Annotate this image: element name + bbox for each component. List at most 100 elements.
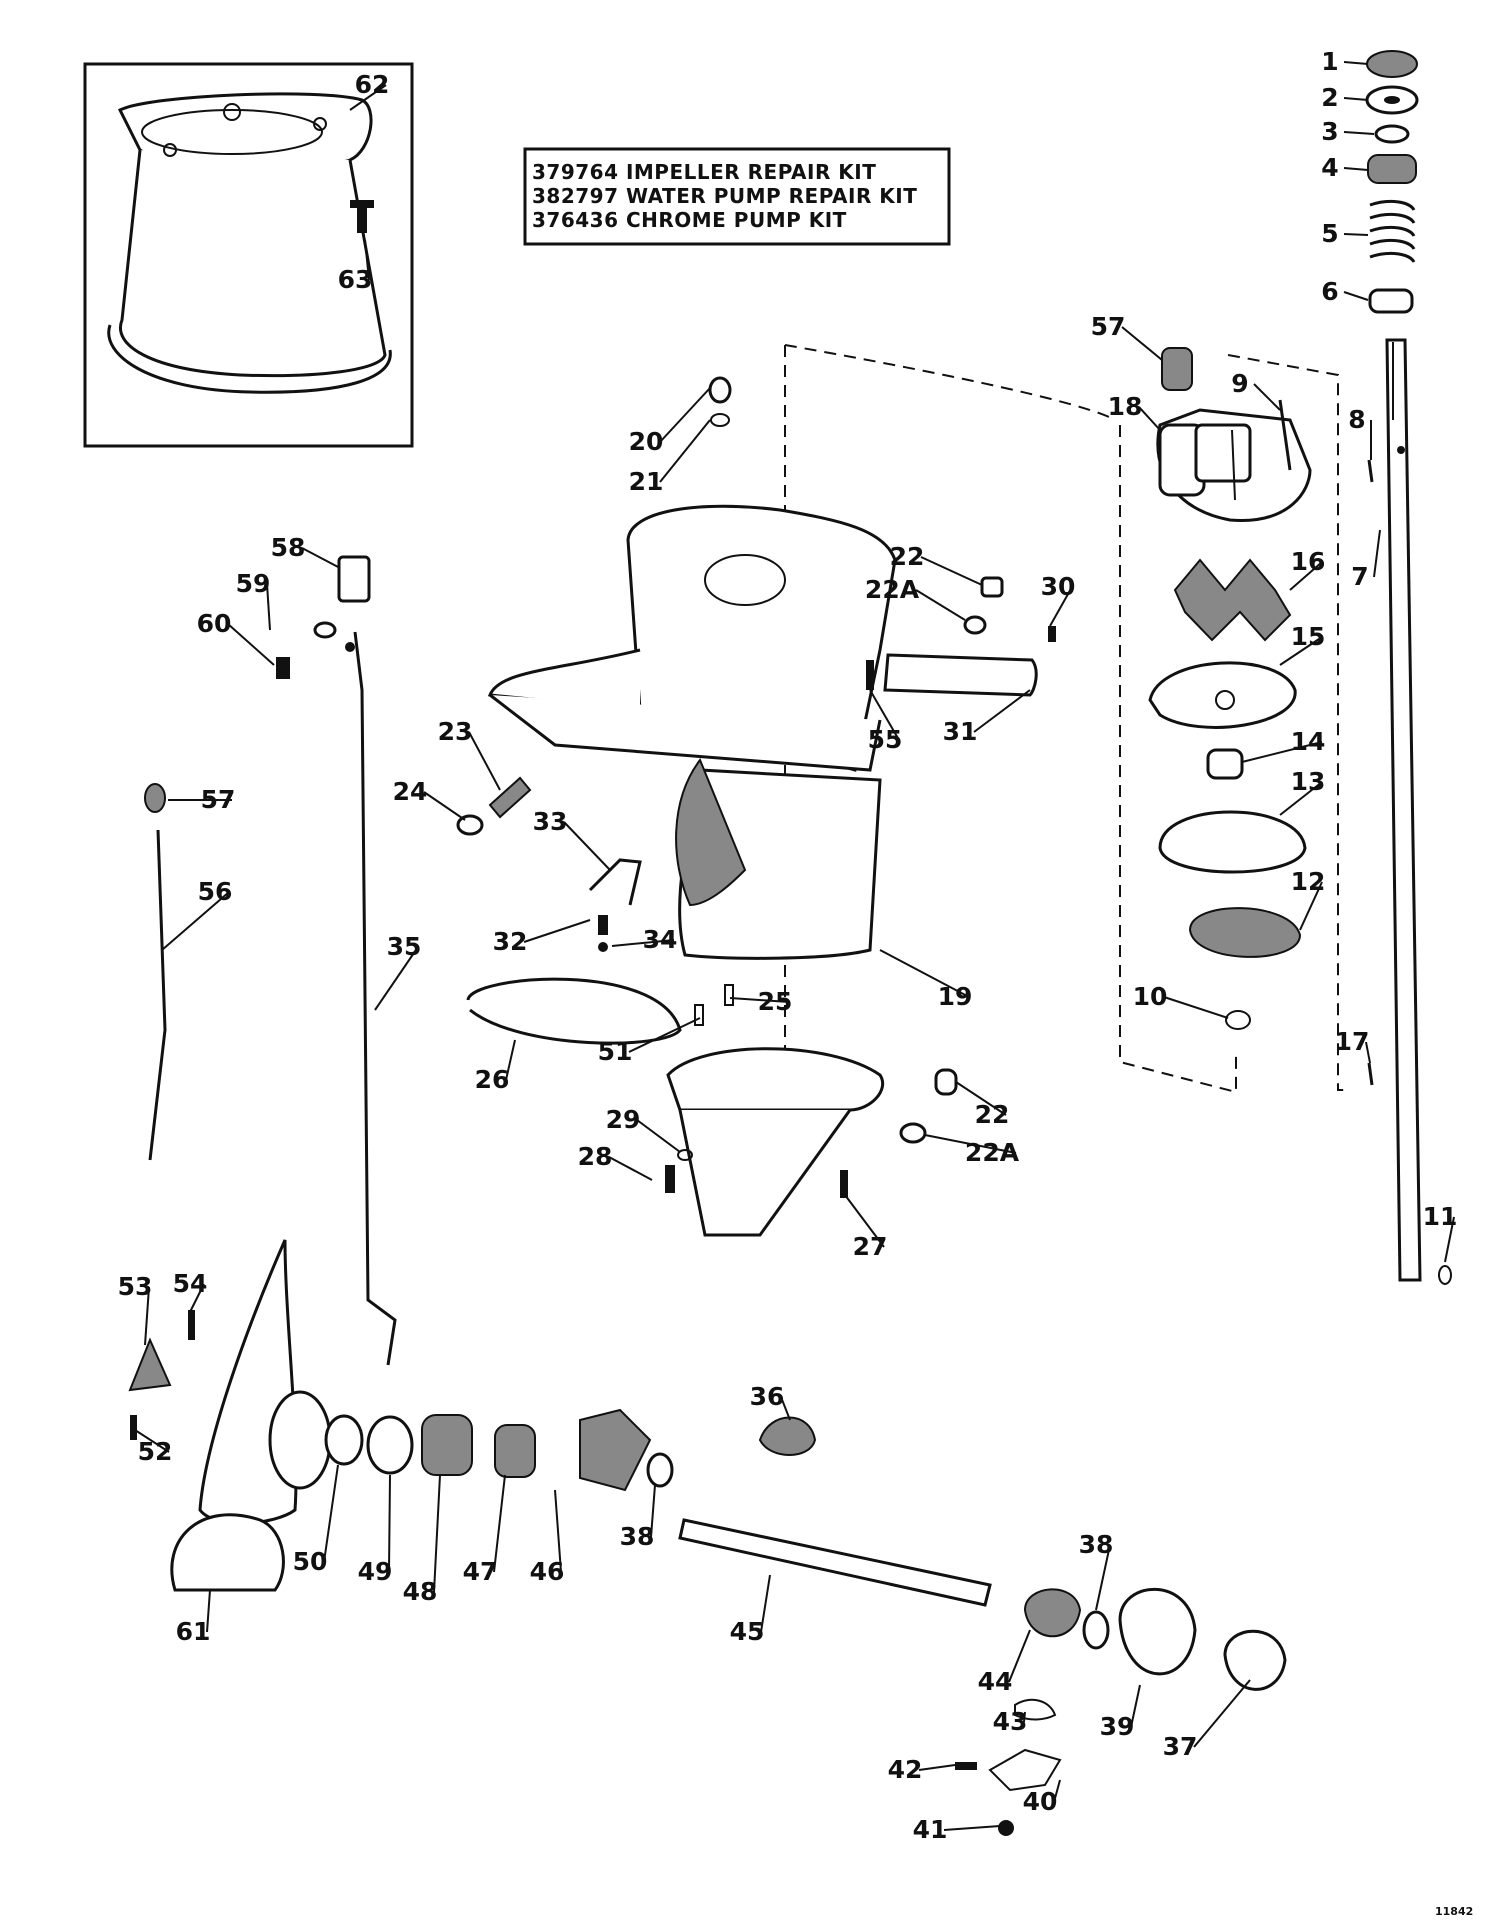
callout-leader-14 [1241,741,1323,763]
callout-55: 55 [868,725,903,754]
callout-leader-40 [1053,1779,1061,1803]
callout-leader-22 [955,1081,1007,1116]
driveshaft-housing [487,376,1056,960]
callout-63: 63 [338,265,373,294]
callout-39: 39 [1100,1712,1135,1741]
callout-leader-21 [659,419,711,483]
callout-9: 9 [1231,369,1248,398]
callout-leader-35 [374,946,419,1011]
callout-23: 23 [438,717,473,746]
callout-29: 29 [606,1105,641,1134]
callout-16: 16 [1291,547,1326,576]
kit-line-1: 379764 IMPELLER REPAIR KIT [532,160,876,184]
callout-30: 30 [1041,572,1076,601]
callout-15: 15 [1291,622,1326,651]
callout-41: 41 [913,1815,948,1844]
callout-leader-17 [1365,1041,1371,1064]
callout-11: 11 [1423,1202,1458,1231]
callout-46: 46 [530,1557,565,1586]
callout-33: 33 [533,807,568,836]
callout-leader-20 [659,387,711,443]
callout-leader-36 [780,1396,791,1421]
callout-leader-30 [1049,586,1073,627]
callout-61: 61 [176,1617,211,1646]
callout-57: 57 [1091,312,1126,341]
callout-52: 52 [138,1437,173,1466]
callout-58: 58 [271,533,306,562]
callout-44: 44 [978,1667,1013,1696]
callout-leader-37 [1193,1679,1251,1748]
callout-13: 13 [1291,767,1326,796]
callout-leader-50 [323,1464,339,1563]
callout-leader-24 [423,791,466,821]
callout-leader-61 [206,1589,211,1633]
callout-leader-48 [433,1474,441,1593]
callout-leader-52 [134,1429,170,1453]
callout-leader-3 [1343,131,1375,135]
callout-22A: 22A [965,1138,1020,1167]
callout-leader-19 [879,949,970,998]
callout-32: 32 [493,927,528,956]
callout-4: 4 [1321,153,1338,182]
callout-34: 34 [643,925,678,954]
callout-leader-55 [869,689,900,741]
callout-19: 19 [938,982,973,1011]
callout-7: 7 [1351,562,1368,591]
callout-43: 43 [993,1707,1028,1736]
callout-54: 54 [173,1269,208,1298]
callout-25: 25 [758,987,793,1016]
callout-leader-32 [523,919,591,943]
callout-leader-59 [266,583,271,631]
callout-22: 22 [890,542,925,571]
callout-21: 21 [629,467,664,496]
water-tube [144,783,167,1161]
callout-2: 2 [1321,83,1338,112]
callout-leader-15 [1279,636,1323,666]
shift-rod [276,555,397,1366]
callout-17: 17 [1335,1027,1370,1056]
callout-leader-63 [364,239,370,281]
propeller [128,1239,332,1592]
callout-leader-51 [628,1017,701,1053]
callout-60: 60 [197,609,232,638]
callout-leader-22 [920,556,983,586]
callout-51: 51 [598,1037,633,1066]
gear-housing [665,1047,958,1237]
callout-40: 40 [1023,1787,1058,1816]
inset-exhaust-housing [83,62,414,448]
callout-leader-22A [915,589,966,621]
callout-leader-18 [1138,406,1161,431]
callout-leader-16 [1289,561,1323,591]
callout-12: 12 [1291,867,1326,896]
callout-leader-58 [301,547,341,569]
callout-27: 27 [853,1232,888,1261]
callout-leader-11 [1444,1216,1455,1263]
callout-leader-29 [636,1119,681,1153]
callout-leader-13 [1279,781,1323,816]
callout-38: 38 [620,1522,655,1551]
callout-10: 10 [1133,982,1168,1011]
callout-labels: 1234567891011121314151617181920212222A22… [118,47,1458,1844]
callout-24: 24 [393,777,428,806]
callout-20: 20 [629,427,664,456]
callout-22A: 22A [865,575,920,604]
callout-leader-46 [554,1489,562,1573]
callout-leader-12 [1299,881,1323,931]
callout-47: 47 [463,1557,498,1586]
propshaft-gears [324,1408,1287,1836]
callout-leader-33 [563,821,611,871]
callout-26: 26 [475,1065,510,1094]
callout-22: 22 [975,1100,1010,1129]
callout-leader-34 [611,939,675,947]
callout-leader-60 [227,623,275,666]
callout-57: 57 [201,785,236,814]
driveshaft [1385,338,1422,1282]
callout-leader-62 [349,84,387,111]
callout-49: 49 [358,1557,393,1586]
callout-8: 8 [1348,405,1365,434]
callout-leader-49 [388,1474,391,1573]
callout-18: 18 [1108,392,1143,421]
callout-14: 14 [1291,727,1326,756]
